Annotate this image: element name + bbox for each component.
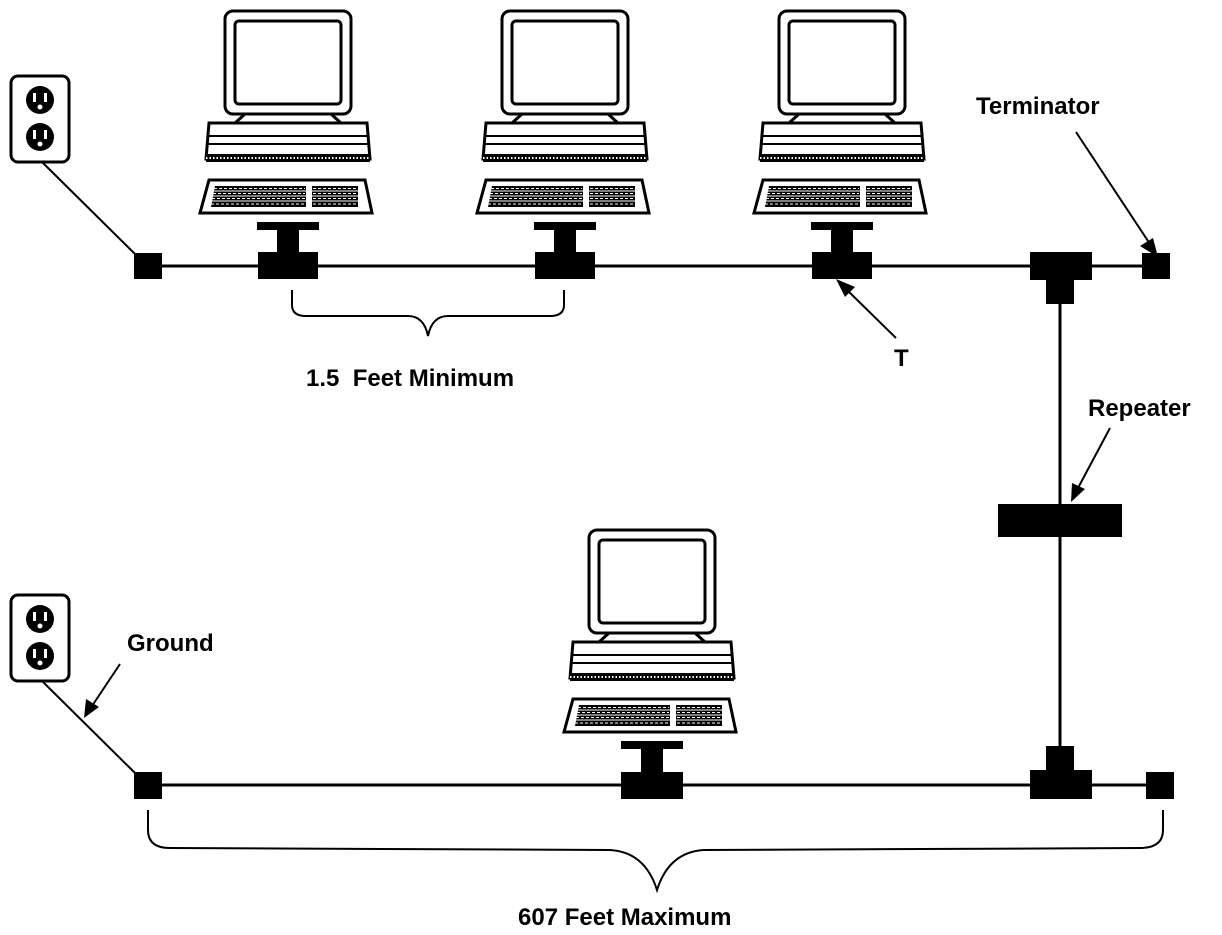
repeater-arrowhead xyxy=(1071,483,1085,502)
terminator-label: Terminator xyxy=(976,93,1100,120)
computer-icon xyxy=(562,528,738,779)
link-t-connector-bottom-stem xyxy=(1046,746,1074,774)
ground-arrowhead xyxy=(84,699,99,718)
computer-icon xyxy=(752,9,928,260)
t-arrow xyxy=(845,288,897,339)
bottom-right-terminator xyxy=(1146,772,1174,799)
max-length-brace xyxy=(147,810,1164,894)
link-t-connector-top xyxy=(1030,252,1092,280)
t-arrowhead xyxy=(836,279,855,297)
link-t-connector-bottom xyxy=(1030,770,1092,799)
repeater-label: Repeater xyxy=(1088,395,1191,422)
bottom-left-terminator xyxy=(134,772,162,799)
repeater-box xyxy=(998,504,1122,537)
terminator-arrowhead xyxy=(1140,238,1158,257)
t-label: T xyxy=(894,345,909,372)
ground-label: Ground xyxy=(127,630,214,657)
ground-arrow xyxy=(91,663,121,707)
min-spacing-brace xyxy=(291,290,565,337)
bottom-ground-wire xyxy=(41,680,136,774)
computer-icon xyxy=(475,9,651,260)
top-outlet-icon xyxy=(9,74,71,164)
top-ground-wire xyxy=(41,161,136,255)
computer-icon xyxy=(198,9,374,260)
terminator-arrow xyxy=(1075,131,1151,245)
bottom-outlet-icon xyxy=(9,593,71,683)
link-t-connector-top-stem xyxy=(1046,276,1074,304)
top-right-terminator xyxy=(1142,253,1170,279)
min-spacing-label: 1.5 Feet Minimum xyxy=(306,365,515,392)
repeater-arrow xyxy=(1077,427,1111,489)
max-length-label: 607 Feet Maximum xyxy=(518,904,732,931)
top-left-terminator xyxy=(134,253,162,279)
